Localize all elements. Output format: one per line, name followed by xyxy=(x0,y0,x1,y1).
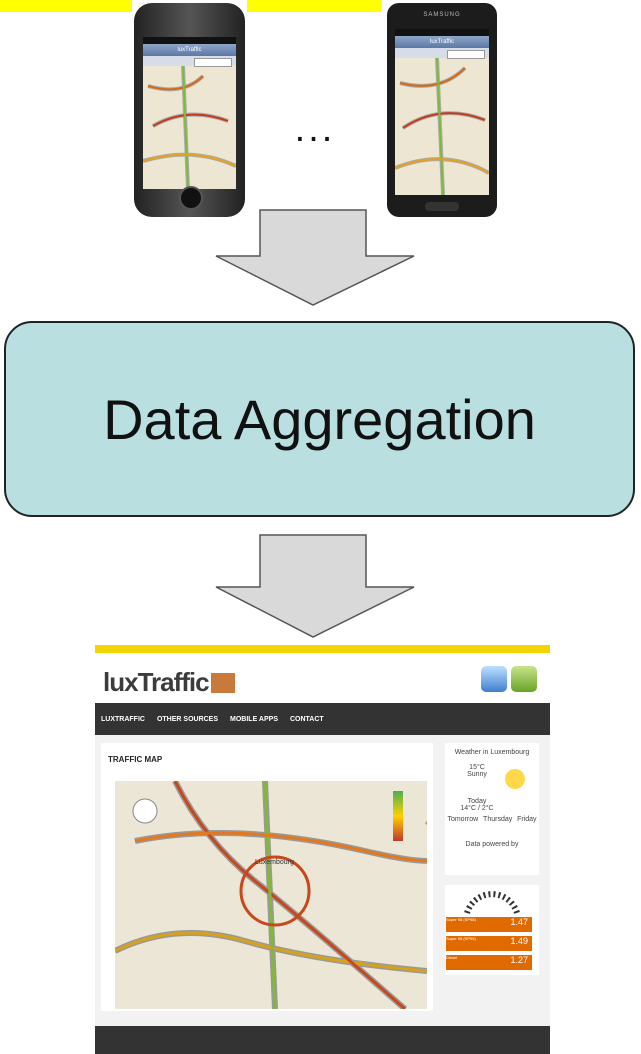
logo-text: luxTraffic xyxy=(103,667,210,697)
phone-traffic-map xyxy=(143,65,236,189)
weather-title: Weather in Luxembourg xyxy=(454,749,530,756)
weather-credit: Data powered by xyxy=(465,841,519,848)
highlight-bar-left xyxy=(0,0,132,12)
map-toolbar xyxy=(143,56,236,67)
fuel-price: 1.47 xyxy=(510,917,528,927)
fuel-label: Diesel xyxy=(446,955,458,960)
device-brand: SAMSUNG xyxy=(423,12,461,18)
site-logo: luxTraffic xyxy=(103,667,235,698)
nav-item-mobile-apps[interactable]: MOBILE APPS xyxy=(230,715,278,723)
forecast-row: Tomorrow Thursday Friday xyxy=(445,816,539,823)
today-range: 14°C / 2°C xyxy=(460,805,494,812)
fuel-label: Super 98 (SP98) xyxy=(446,917,476,922)
map-title: TRAFFIC MAP xyxy=(108,755,163,764)
down-arrow-2 xyxy=(215,534,415,638)
forecast-day: Thursday xyxy=(483,816,513,823)
android-app-icon[interactable] xyxy=(511,666,537,692)
map-city-label: Luxembourg xyxy=(255,859,294,866)
down-arrow-1 xyxy=(215,209,415,306)
site-accent-bar xyxy=(95,645,550,653)
fuel-price: 1.27 xyxy=(510,955,528,965)
phone-traffic-map xyxy=(395,57,489,195)
forecast-day: Tomorrow xyxy=(447,816,479,823)
pan-control-icon[interactable] xyxy=(132,798,158,824)
fuel-price-row: Super 95 (SP95) 1.49 xyxy=(446,936,532,951)
status-bar xyxy=(395,29,489,36)
ios-app-icon[interactable] xyxy=(481,666,507,692)
site-nav: LUXTRAFFIC OTHER SOURCES MOBILE APPS CON… xyxy=(95,703,550,735)
nav-item-luxtraffic[interactable]: LUXTRAFFIC xyxy=(101,715,145,723)
forecast-day: Friday xyxy=(517,816,537,823)
fuel-price-row: Super 98 (SP98) 1.47 xyxy=(446,917,532,932)
traffic-map[interactable]: Luxembourg xyxy=(115,781,427,1009)
logo-icon xyxy=(210,673,235,693)
fuel-price: 1.49 xyxy=(510,936,528,946)
current-temp: 15°C xyxy=(469,764,485,771)
traffic-legend xyxy=(393,791,403,841)
map-toolbar xyxy=(395,48,489,59)
fuel-price-row: Diesel 1.27 xyxy=(446,955,532,970)
home-button xyxy=(179,186,203,210)
gauge-icon xyxy=(464,891,520,914)
traffic-map-card: TRAFFIC MAP Luxembourg xyxy=(101,743,433,1011)
android-screen: luxTraffic xyxy=(395,29,489,195)
aggregation-label: Data Aggregation xyxy=(103,387,536,451)
site-footer xyxy=(95,1026,550,1054)
luxtraffic-website: luxTraffic LUXTRAFFIC OTHER SOURCES MOBI… xyxy=(95,645,550,1054)
nav-item-contact[interactable]: CONTACT xyxy=(289,715,324,723)
status-bar xyxy=(143,37,236,44)
data-aggregation-box: Data Aggregation xyxy=(4,321,635,517)
nav-item-other-sources[interactable]: OTHER SOURCES xyxy=(156,715,219,723)
home-button xyxy=(425,202,459,211)
android-device: SAMSUNG luxTraffic xyxy=(387,3,497,217)
sun-icon xyxy=(505,769,525,789)
weather-panel: Weather in Luxembourg 15°C Sunny Today 1… xyxy=(445,743,539,875)
current-desc: Sunny xyxy=(467,771,487,778)
map-type-toggle xyxy=(194,58,232,67)
map-type-toggle xyxy=(447,50,485,59)
fuel-label: Super 95 (SP95) xyxy=(446,936,476,941)
site-header: luxTraffic xyxy=(95,653,550,703)
today-label: Today xyxy=(467,798,487,805)
app-navbar: luxTraffic xyxy=(143,44,236,56)
highlight-bar-right xyxy=(247,0,381,12)
iphone-device: luxTraffic xyxy=(134,3,245,217)
app-navbar: luxTraffic xyxy=(395,36,489,48)
more-devices-ellipsis: ... xyxy=(294,108,336,150)
iphone-screen: luxTraffic xyxy=(143,37,236,189)
